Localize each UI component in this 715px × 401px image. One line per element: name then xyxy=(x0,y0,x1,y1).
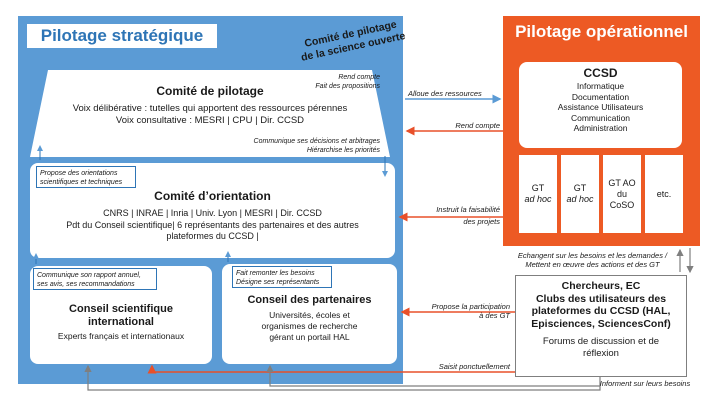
arrow-informent-2 xyxy=(266,364,600,387)
conseil-scientifique-title-line1: Conseil scientifique xyxy=(69,303,173,315)
chercheurs-title: Chercheurs, EC Clubs des utilisateurs de… xyxy=(515,280,687,330)
gt-etc: etc. xyxy=(645,155,683,233)
label-informent: Informent sur leurs besoins xyxy=(599,379,691,388)
gt-etc-label: etc. xyxy=(656,188,672,199)
comite-orientation-line3: plateformes du CCSD | xyxy=(166,231,259,241)
chercheurs-line2: Clubs des utilisateurs des xyxy=(535,292,667,305)
ccsd-title: CCSD xyxy=(583,66,618,80)
comite-pilotage-title: Comité de pilotage xyxy=(156,84,264,98)
chercheurs-line1: Chercheurs, EC xyxy=(561,280,641,292)
label-propose: Propose la participation à des GT xyxy=(410,302,510,320)
label-propose-line1: Propose la participation xyxy=(431,302,510,311)
chercheurs-line6: réflexion xyxy=(583,348,619,359)
comite-pilotage-line1: Voix délibérative : tutelles qui apporte… xyxy=(72,103,348,114)
arrow-informent xyxy=(84,364,601,391)
ccsd-box xyxy=(519,62,682,148)
remonter-besoins-line2: Désigne ses représentants xyxy=(236,279,320,286)
gt1-line1: GT xyxy=(531,183,545,193)
gt1-line2: ad hoc xyxy=(524,194,552,204)
conseil-scientifique-title-line2: international xyxy=(87,316,154,328)
label-propose-line2: à des GT xyxy=(479,311,510,320)
label-alloue: Alloue des ressources xyxy=(408,89,482,98)
comite-orientation-body: CNRS | INRAE | Inria | Univ. Lyon | MESR… xyxy=(30,208,395,243)
rend-compte-note-line2: Fait des propositions xyxy=(315,83,380,90)
chercheurs-forums: Forums de discussion et de réflexion xyxy=(515,336,687,360)
propose-orientations-line2: scientifiques et techniques xyxy=(40,179,123,186)
conseil-partenaires-body: Universités, écoles et organismes de rec… xyxy=(222,310,397,343)
communique-rapport-line1: Communique son rapport annuel, xyxy=(37,272,141,279)
rend-compte-note-line1: Rend compte xyxy=(338,74,380,81)
strategic-title: Pilotage stratégique xyxy=(27,24,217,48)
gt3-line3: CoSO xyxy=(609,199,635,210)
ccsd-item: Communication xyxy=(570,112,631,123)
communique-decisions-line2: Hiérarchise les priorités xyxy=(306,147,380,154)
arrow-saisit xyxy=(147,364,515,374)
gt2-line2: ad hoc xyxy=(566,194,594,204)
label-instruit-line2: des projets xyxy=(463,217,500,226)
ccsd-item: Informatique xyxy=(576,81,625,91)
chercheurs-line4: Episciences, SciencesConf) xyxy=(531,317,671,330)
chercheurs-box xyxy=(515,275,687,377)
label-echangent-line2: Mettent en œuvre des actions et des GT xyxy=(525,260,660,269)
operational-title: Pilotage opérationnel xyxy=(515,22,688,41)
label-saisit: Saisit ponctuellement xyxy=(438,362,510,371)
conseil-partenaires-line3: gérant un portail HAL xyxy=(269,332,350,342)
chercheurs-line3: plateformes du CCSD (HAL, xyxy=(531,305,671,317)
gt2-line1: GT xyxy=(573,183,587,193)
conseil-partenaires-line2: organismes de recherche xyxy=(261,321,358,331)
comite-orientation-line1: CNRS | INRAE | Inria | Univ. Lyon | MESR… xyxy=(103,208,322,218)
ccsd-item: Administration xyxy=(573,123,628,133)
conseil-scientifique-line1: Experts français et internationaux xyxy=(57,331,185,341)
comite-orientation-line2: Pdt du Conseil scientifique| 6 représent… xyxy=(66,219,359,230)
propose-orientations-note: Propose des orientations scientifiques e… xyxy=(36,166,136,188)
gt3-line2: du xyxy=(616,188,627,199)
gt3-line1: GT AO xyxy=(608,177,636,188)
comite-pilotage-body: Voix délibérative : tutelles qui apporte… xyxy=(30,103,390,127)
comite-pilotage-line2: Voix consultative : MESRI | CPU | Dir. C… xyxy=(115,115,305,126)
communique-decisions-note: Communique ses décisions et arbitrages H… xyxy=(210,137,380,155)
ccsd-item: Documentation xyxy=(571,91,630,102)
comite-orientation-title: Comité d’orientation xyxy=(154,189,271,203)
label-instruit-line1: Instruit la faisabilité xyxy=(436,205,500,214)
conseil-partenaires-line1: Universités, écoles et xyxy=(269,310,350,320)
comite-pilotage-box xyxy=(30,70,390,157)
remonter-besoins-note: Fait remonter les besoins Désigne ses re… xyxy=(232,266,332,288)
label-rend-compte: Rend compte xyxy=(455,121,500,130)
label-echangent-line1: Echangent sur les besoins et les demande… xyxy=(517,251,668,260)
label-instruit: Instruit la faisabilité des projets xyxy=(410,205,500,226)
conseil-scientifique-title: Conseil scientifique international xyxy=(30,303,212,329)
chercheurs-line5: Forums de discussion et de xyxy=(542,336,660,347)
remonter-besoins-line1: Fait remonter les besoins xyxy=(236,270,315,277)
ccsd-item: Assistance Utilisateurs xyxy=(557,102,644,112)
label-echangent: Echangent sur les besoins et les demande… xyxy=(500,251,685,269)
communique-rapport-note: Communique son rapport annuel, ses avis,… xyxy=(33,268,157,290)
communique-rapport-line2: ses avis, ses recommandations xyxy=(37,281,135,288)
rend-compte-note: Rend compte Fait des propositions xyxy=(300,73,380,91)
propose-orientations-line1: Propose des orientations xyxy=(40,170,118,177)
conseil-partenaires-title: Conseil des partenaires xyxy=(247,294,372,306)
communique-decisions-line1: Communique ses décisions et arbitrages xyxy=(253,138,380,145)
